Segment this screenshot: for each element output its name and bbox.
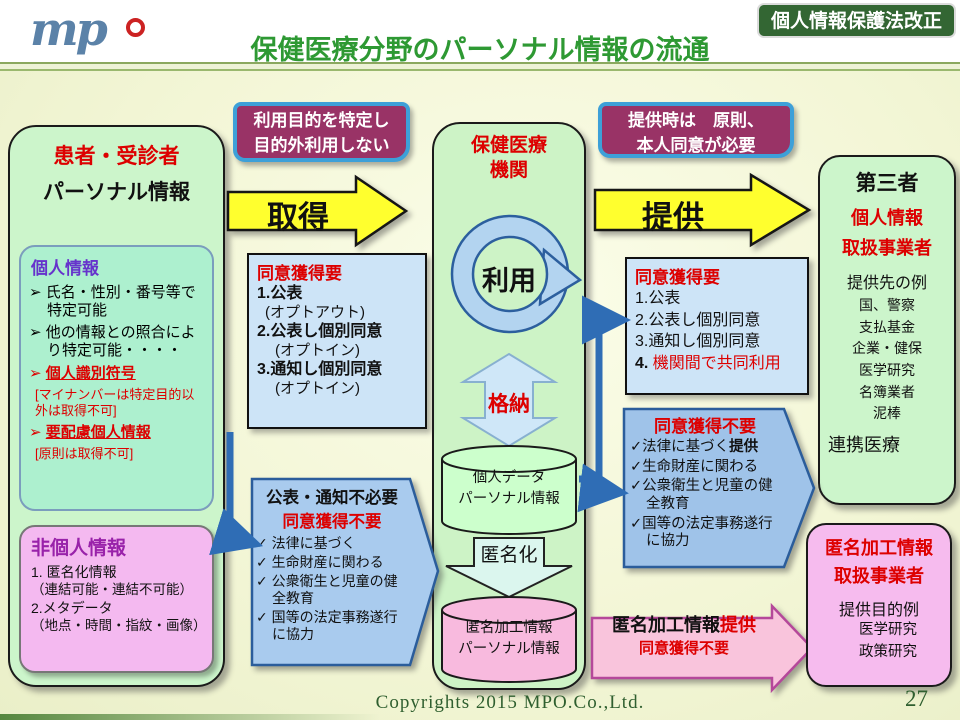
use-cycle-icon [450,214,583,334]
anon-data-cylinder [441,596,577,683]
consent-required-title: 同意獲得要 [257,264,342,283]
no-consent-item: ✓法律に基づく提供 [630,439,759,455]
anon-data-label: 匿名加工情報 パーソナル情報 [458,620,560,658]
use-label: 利用 [482,266,536,296]
anon-provide-arrow [590,602,814,694]
consent-line-4: 4. 機関間で共同利用 [635,354,781,372]
personal-info-item: ➢ 氏名・性別・番号等で特定可能 [29,284,196,319]
header-divider [0,62,960,71]
no-consent-item: ✓国等の法定事務遂行に協力 [630,515,773,550]
no-consent-right-shape [622,407,816,569]
no-consent-item: ✓生命財産に関わる [630,458,759,475]
bottom-accent-bar [0,714,380,720]
bullet-arrow-icon: ➢ [29,423,42,441]
non-personal-line: 2.メタデータ [31,599,113,616]
consent-required-title: 同意獲得要 [635,268,720,287]
check-icon: ✓ [256,535,268,551]
store-label: 格納 [488,393,530,416]
personal-info-box: 個人情報 ➢ 氏名・性別・番号等で特定可能 ➢ 他の情報との照合により特定可能・… [19,245,214,511]
no-consent-item: ✓ 法律に基づく [256,535,356,551]
personal-info-item-red: ➢ 要配慮個人情報 [29,423,151,441]
copyright: Copyrights 2015 MPO.Co.,Ltd. [375,692,645,713]
list-item: 支払基金 [859,318,915,335]
check-icon: ✓ [256,573,268,590]
check-icon: ✓ [256,554,268,571]
header: mp 保健医療分野のパーソナル情報の流通 個人情報保護法改正 [0,0,960,65]
personal-info-title: 個人情報 [31,259,99,278]
personal-info-item-red: ➢ 個人識別符号 [29,364,136,382]
non-personal-line: （地点・時間・指紋・画像） [31,617,207,633]
non-personal-line: 1. 匿名化情報 [31,564,117,580]
examples-title: 提供先の例 [846,275,927,292]
personal-data-label: 個人データ パーソナル情報 [458,470,560,508]
list-item: 泥棒 [873,405,901,422]
non-personal-title: 非個人情報 [31,538,127,559]
acquire-arrow-label: 取得 [267,200,329,235]
personal-info-item: ➢ 他の情報との照合により特定可能・・・・ [29,324,196,360]
page-number: 27 [905,686,928,711]
bullet-arrow-icon: ➢ [29,284,42,301]
no-consent-item: ✓公衆衛生と児童の健全教育 [630,478,773,513]
no-consent-left-box: 公表・通知不必要 同意獲得不要 ✓ 法律に基づく ✓ 生命財産に関わる ✓ 公衆… [256,484,408,645]
logo-text: mp [30,2,108,56]
examples-title: 提供目的例 [838,602,919,619]
third-party-box: 第三者 個人情報 取扱事業者 提供先の例 国、警察 支払基金 企業・健保 医学研… [818,155,956,505]
check-icon: ✓ [630,478,643,495]
law-revision-badge: 個人情報保護法改正 [756,3,956,38]
non-personal-line: （連結可能・連結不可能） [31,582,193,598]
check-icon: ✓ [630,439,643,455]
anonymize-arrow [445,537,573,599]
list-item: 名簿業者 [859,383,915,400]
personal-info-note: [マイナンバーは特定目的以外は取得不可] [35,387,195,419]
list-item: 政策研究 [859,643,917,660]
personal-info-note: [原則は取得不可] [35,446,134,462]
cooperative-medicine-label: 連携医療 [828,435,900,456]
anon-handler-box: 匿名加工情報 取扱事業者 提供目的例 医学研究 政策研究 [806,523,952,687]
provide-arrow-label: 提供 [642,200,704,235]
examples-list: 国、警察 支払基金 企業・健保 医学研究 名簿業者 泥棒 [820,295,954,425]
provide-consent-box: 同意獲得要 1.公表 2.公表し個別同意 3.通知し個別同意 4. 機関間で共同… [625,257,809,395]
bullet-arrow-icon: ➢ [29,324,42,342]
examples-list: 医学研究 政策研究 [808,620,950,664]
list-item: 企業・健保 [852,340,922,357]
anonymize-label: 匿名化 [480,545,538,566]
patient-subtitle: パーソナル情報 [43,181,190,204]
purpose-callout: 利用目的を特定し 目的外利用しない [233,102,410,162]
check-icon: ✓ [630,458,643,475]
acquire-arrow [226,174,409,248]
company-logo: mp [30,2,145,56]
no-consent-item: ✓ 国等の法定事務遂行に協力 [256,609,398,643]
no-consent-item: ✓ 公衆衛生と児童の健全教育 [256,573,398,607]
patient-box: 患者・受診者 パーソナル情報 個人情報 ➢ 氏名・性別・番号等で特定可能 ➢ 他… [8,125,225,687]
patient-title: 患者・受診者 [53,145,180,168]
slide-title: 保健医療分野のパーソナル情報の流通 [250,35,710,65]
provide-arrow [593,172,812,248]
no-consent-item: ✓ 生命財産に関わる [256,554,384,571]
third-party-title: 第三者 [855,172,919,195]
provide-callout: 提供時は 原則、 本人同意が必要 [598,102,794,158]
no-consent-right-box: 同意獲得不要 ✓法律に基づく提供 ✓生命財産に関わる ✓公衆衛生と児童の健全教育… [630,412,780,553]
check-icon: ✓ [256,609,268,626]
acquire-consent-box: 同意獲得要 1.公表 (オプトアウト) 2.公表し個別同意 (オプトイン) 3.… [247,253,427,429]
logo-ring-icon [126,18,145,37]
bullet-arrow-icon: ➢ [29,364,42,382]
anon-provide-label: 匿名加工情報提供 同意獲得不要 [612,615,756,657]
list-item: 医学研究 [859,362,915,379]
personal-data-cylinder [441,445,577,535]
no-consent-left-shape [250,477,440,667]
list-item: 国、警察 [859,297,915,313]
list-item: 医学研究 [859,622,917,638]
non-personal-info-box: 非個人情報 1. 匿名化情報 （連結可能・連結不可能） 2.メタデータ （地点・… [19,525,214,673]
check-icon: ✓ [630,515,643,532]
institution-name: 保健医療 機関 [470,135,547,181]
